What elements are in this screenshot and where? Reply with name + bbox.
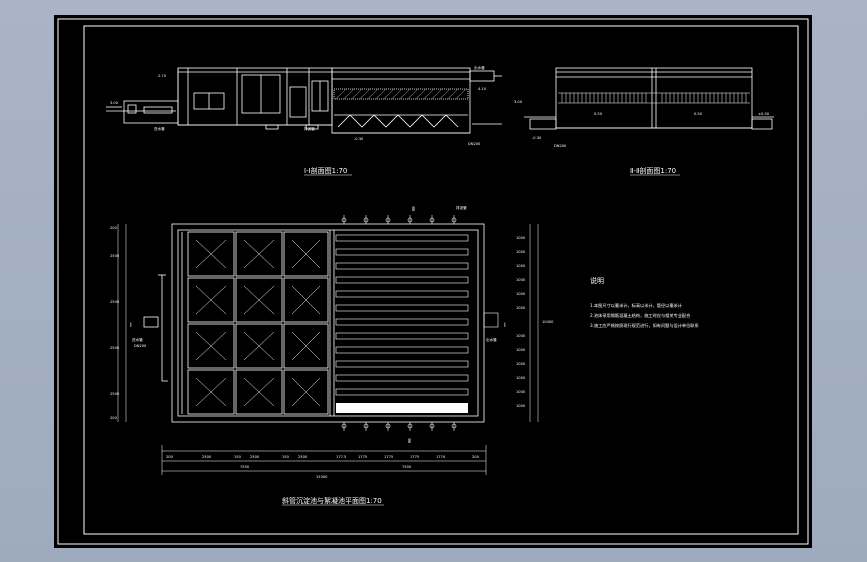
marker-right: Ⅰ xyxy=(504,322,506,329)
marker-top: Ⅱ xyxy=(412,206,415,213)
top-valves xyxy=(341,215,499,431)
sludge-channel xyxy=(336,403,468,413)
dim-text: 1000 xyxy=(516,348,526,352)
pipe-label: 排泥管 xyxy=(456,205,467,210)
note-line: 3.施工应严格按照现行规范进行，如有问题与设计单位联系 xyxy=(590,322,699,329)
marker-bottom: Ⅱ xyxy=(408,438,411,445)
level-label: ±0.00 xyxy=(758,112,770,116)
section-2-2-drawing xyxy=(524,67,774,130)
dim-text: 1000 xyxy=(516,362,526,366)
drawing-canvas: 2.70 3.00 进水管 排泥管 -0.30 4.10 DN200 出水管 Ⅰ… xyxy=(57,18,809,545)
dim-text: 1775 xyxy=(358,455,367,459)
settling-troughs xyxy=(335,234,469,396)
dim-text: 1000 xyxy=(516,404,526,408)
inner-border xyxy=(83,25,799,535)
level-label: 3.00 xyxy=(110,101,119,105)
size-label: DN200 xyxy=(134,344,147,348)
dim-text: 1000 xyxy=(516,278,526,282)
pipe-label: 出水管 xyxy=(486,337,497,342)
size-label: DN200 xyxy=(554,144,567,148)
tube-settler-hatch xyxy=(335,88,467,100)
section-2-louvers xyxy=(558,92,750,104)
note-line: 2.池体采用钢筋混凝土结构，施工时应与相关专业配合 xyxy=(590,312,691,319)
right-dimension-text: 1000 1000 1000 1000 1000 1000 1000 1000 … xyxy=(516,236,554,408)
level-label: 0.50 xyxy=(594,112,603,116)
dim-total: 10400 xyxy=(542,320,554,324)
dim-text: 1000 xyxy=(516,334,526,338)
notes-heading: 说明 xyxy=(590,276,604,285)
note-line: 1.本图尺寸以毫米计，标高以米计，管径以毫米计 xyxy=(590,302,682,309)
pipe-label: 进水管 xyxy=(132,337,143,342)
marker-left: Ⅰ xyxy=(130,322,132,329)
section-markers: Ⅱ Ⅱ Ⅰ Ⅰ 排泥管 进水管 出水管 DN200 xyxy=(130,205,506,445)
notes-block: 说明 1.本图尺寸以毫米计，标高以米计，管径以毫米计 2.池体采用钢筋混凝土结构… xyxy=(590,276,699,329)
dim-text: 1000 xyxy=(516,390,526,394)
dim-text: 2500 xyxy=(110,392,120,396)
dim-text: 1774 xyxy=(436,455,446,459)
dim-text: 200 xyxy=(472,455,480,459)
outer-border xyxy=(57,18,809,545)
dim-text: 1000 xyxy=(516,292,526,296)
dim-text: 1000 xyxy=(516,376,526,380)
dim-text: 1775 xyxy=(410,455,419,459)
dim-total: 7500 xyxy=(402,465,412,469)
dim-text: 1000 xyxy=(516,306,526,310)
dimension-lines xyxy=(117,224,539,475)
dim-text: 200 xyxy=(166,455,174,459)
section-2-level-labels: 3.00 0.50 0.50 -0.30 DN200 ±0.00 xyxy=(514,100,770,148)
drawing-sheet: 2.70 3.00 进水管 排泥管 -0.30 4.10 DN200 出水管 Ⅰ… xyxy=(54,15,812,548)
plan-drawing xyxy=(143,223,485,423)
left-dimension-text: 200 2500 2500 2500 2500 200 xyxy=(110,226,120,420)
dim-text: 200 xyxy=(110,226,118,230)
bottom-dimension-text: 200 2500 150 2500 150 2500 177.5 1775 17… xyxy=(166,455,480,479)
level-label: -0.30 xyxy=(532,136,542,140)
section-2-title: Ⅱ-Ⅱ剖面图1:70 xyxy=(630,166,676,175)
dim-text: 200 xyxy=(110,416,118,420)
dim-text: 1000 xyxy=(516,250,526,254)
dim-text: 2500 xyxy=(202,455,212,459)
level-label: -0.30 xyxy=(354,137,364,141)
dim-text: 2500 xyxy=(110,346,120,350)
dim-text: 2500 xyxy=(250,455,260,459)
dim-total: 7550 xyxy=(240,465,250,469)
level-label: 2.70 xyxy=(158,74,167,78)
level-label: 3.00 xyxy=(514,100,523,104)
floc-cell-crosses xyxy=(195,239,321,407)
level-label: 0.50 xyxy=(694,112,703,116)
dim-text: 1000 xyxy=(516,236,526,240)
dim-text: 2500 xyxy=(110,300,120,304)
dim-text: 177.5 xyxy=(336,455,346,459)
pipe-label: 进水管 xyxy=(154,126,165,131)
dim-total: 15300 xyxy=(316,475,328,479)
pipe-label: 排泥管 xyxy=(304,126,315,131)
dim-text: 150 xyxy=(234,455,242,459)
pipe-label: 出水管 xyxy=(474,65,485,70)
level-label: 4.10 xyxy=(478,87,487,91)
section-1-title: Ⅰ-Ⅰ剖面图1:70 xyxy=(304,166,347,175)
dim-text: 1000 xyxy=(516,264,526,268)
dim-text: 1775 xyxy=(384,455,393,459)
section-1-level-labels: 2.70 3.00 进水管 排泥管 -0.30 4.10 DN200 出水管 xyxy=(110,65,487,146)
dim-text: 2500 xyxy=(110,254,120,258)
section-1-1-drawing xyxy=(106,67,502,134)
dim-text: 150 xyxy=(282,455,290,459)
size-label: DN200 xyxy=(468,142,481,146)
dim-text: 2500 xyxy=(298,455,308,459)
plan-title: 斜管沉淀池与絮凝池平面图1:70 xyxy=(282,496,382,505)
